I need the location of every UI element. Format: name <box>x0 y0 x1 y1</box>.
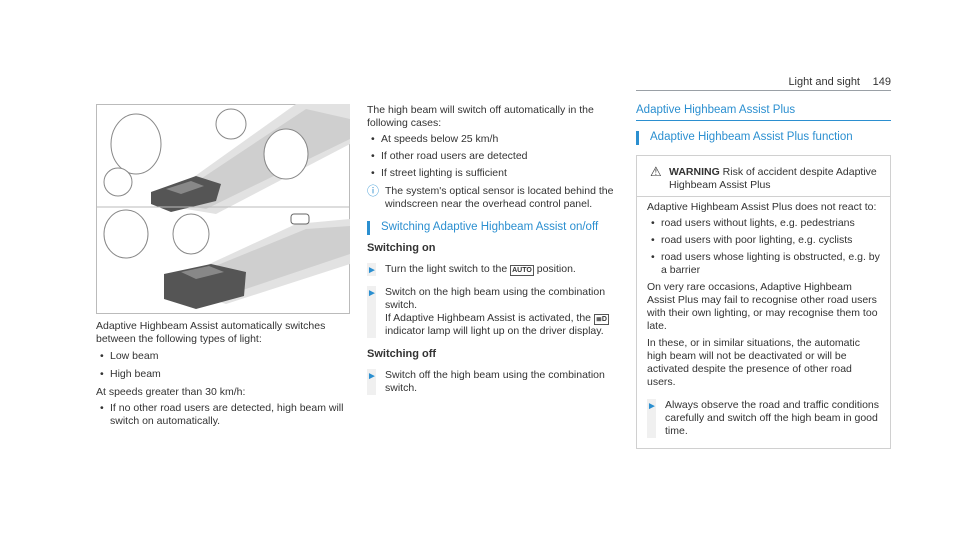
switching-off-heading: Switching off <box>367 348 437 360</box>
intro-text: Adaptive Highbeam Assist automatically s… <box>96 320 326 345</box>
lower-scene <box>103 209 350 309</box>
warning-box: ⚠ WARNING Risk of accident despite Adapt… <box>636 155 891 449</box>
case-item: If street lighting is sufficient <box>371 167 620 180</box>
speed-item: If no other road users are detected, hig… <box>100 402 350 428</box>
warning-word: WARNING <box>669 166 720 178</box>
case-item: At speeds below 25 km/h <box>371 133 620 146</box>
intro-text: The high beam will switch off automatica… <box>367 104 594 129</box>
subsection-title-text: Switching Adaptive Highbeam Assist on/of… <box>381 221 599 233</box>
arrow-icon: ► <box>367 288 377 299</box>
running-header: Light and sight <box>788 76 860 88</box>
header-rule <box>636 90 891 91</box>
light-type-item: High beam <box>100 368 350 381</box>
column-3: Adaptive Highbeam Assist Plus Adaptive H… <box>636 104 891 449</box>
subsection-title: Switching Adaptive Highbeam Assist on/of… <box>367 221 620 235</box>
column-1: Adaptive Highbeam Assist automatically s… <box>96 320 350 428</box>
warning-triangle-icon: ⚠ <box>650 164 662 179</box>
warning-text: Risk of accident despite Adaptive Highbe… <box>669 166 877 191</box>
upper-scene <box>103 104 350 214</box>
title-bar <box>367 221 370 235</box>
warning-paragraph: In these, or in similar situations, the … <box>647 337 861 388</box>
highbeam-illustration <box>96 104 350 314</box>
warning-paragraph: On very rare occasions, Adaptive Highbea… <box>647 281 878 332</box>
subsection-title-text: Adaptive Highbeam Assist Plus function <box>650 131 853 143</box>
section-title: Adaptive Highbeam Assist Plus <box>636 104 891 121</box>
title-bar <box>636 131 639 145</box>
warning-item: road users without lights, e.g. pedestri… <box>651 217 882 230</box>
step-off-1: ► Switch off the high beam using the com… <box>367 369 605 395</box>
arrow-icon: ► <box>367 265 377 276</box>
switching-on-heading: Switching on <box>367 242 436 254</box>
subsection-title: Adaptive Highbeam Assist Plus function <box>636 131 891 145</box>
speed-text: At speeds greater than 30 km/h: <box>96 386 246 398</box>
light-type-item: Low beam <box>100 350 350 363</box>
warning-item: road users with poor lighting, e.g. cycl… <box>651 234 882 247</box>
page-number: 149 <box>872 76 891 88</box>
info-note: ⓘ The system's optical sensor is located… <box>367 185 620 211</box>
auto-key-icon: AUTO <box>510 265 534 276</box>
step-on-1: ► Turn the light switch to the AUTO posi… <box>367 263 576 276</box>
high-beam-indicator-icon: ≣D <box>593 314 609 325</box>
case-item: If other road users are detected <box>371 150 620 163</box>
column-2: The high beam will switch off automatica… <box>367 104 620 395</box>
divider <box>637 196 890 197</box>
arrow-icon: ► <box>647 401 657 412</box>
info-icon: ⓘ <box>367 184 380 198</box>
warning-step: ► Always observe the road and traffic co… <box>647 399 880 438</box>
warning-paragraph: Adaptive Highbeam Assist Plus does not r… <box>647 201 877 213</box>
note-text: The system's optical sensor is located b… <box>385 185 614 210</box>
warning-header: ⚠ WARNING Risk of accident despite Adapt… <box>647 164 882 192</box>
arrow-icon: ► <box>367 371 377 382</box>
warning-item: road users whose lighting is obstructed,… <box>651 251 882 277</box>
step-on-2: ► Switch on the high beam using the comb… <box>367 286 609 338</box>
